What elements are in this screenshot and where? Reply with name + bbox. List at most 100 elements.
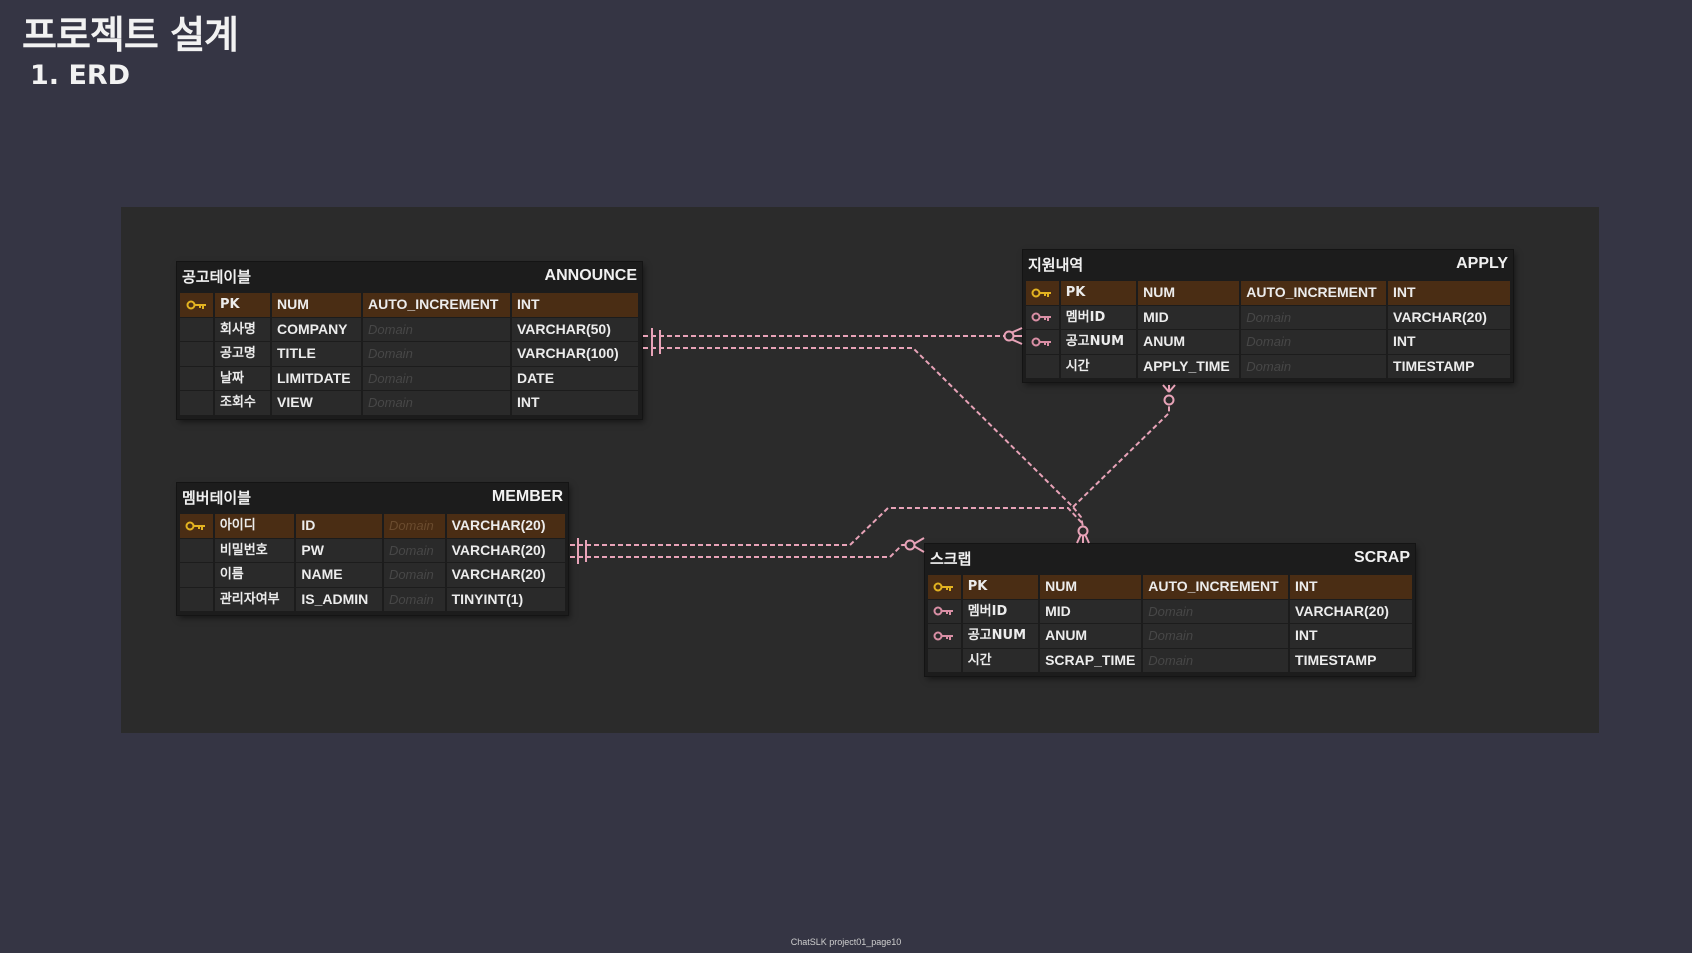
column-logical: 비밀번호 — [214, 538, 295, 562]
column-physical: NAME — [296, 563, 382, 587]
key-cell — [180, 342, 213, 366]
column-physical: NUM — [1040, 575, 1142, 599]
column-physical: ID — [296, 514, 382, 538]
column-domain: Domain — [1143, 624, 1289, 648]
footer-caption: ChatSLK project01_page10 — [790, 937, 902, 947]
key-cell — [180, 391, 213, 415]
column-domain: Domain — [363, 366, 510, 390]
optional-marker — [1077, 525, 1089, 537]
column-physical: NUM — [272, 293, 361, 317]
column-physical: MID — [1040, 599, 1142, 623]
column-domain: Domain — [363, 391, 510, 415]
column-logical: 멤버ID — [1060, 305, 1137, 329]
entity-header: 공고테이블 ANNOUNCE — [177, 262, 642, 290]
key-cell — [180, 587, 213, 611]
key-cell — [1026, 281, 1059, 305]
column-logical: 시간 — [962, 648, 1039, 672]
column-type: INT — [512, 391, 638, 415]
column-domain: Domain — [1241, 354, 1387, 378]
column-physical: APPLY_TIME — [1138, 354, 1240, 378]
column-type: TINYINT(1) — [446, 587, 565, 611]
column-domain: Domain — [363, 317, 510, 341]
optional-marker — [1163, 394, 1175, 406]
entity-physical-name: ANNOUNCE — [544, 267, 637, 284]
column-type: INT — [1290, 575, 1412, 599]
column-physical: MID — [1138, 305, 1240, 329]
entity-logical-name: 공고테이블 — [182, 267, 252, 286]
pk-key-icon — [185, 521, 206, 531]
column-logical: 관리자여부 — [214, 587, 295, 611]
entity-logical-name: 지원내역 — [1028, 255, 1084, 274]
column-physical: ANUM — [1138, 330, 1240, 354]
column-type: VARCHAR(20) — [1290, 599, 1412, 623]
column-logical: 멤버ID — [962, 599, 1039, 623]
column-type: TIMESTAMP — [1388, 354, 1510, 378]
column-domain: Domain — [1241, 305, 1387, 329]
column-domain: Domain — [383, 587, 445, 611]
column-type: INT — [1388, 281, 1510, 305]
column-physical: ANUM — [1040, 624, 1142, 648]
column-logical: PK — [1060, 281, 1137, 305]
key-cell — [928, 599, 961, 623]
entity-physical-name: APPLY — [1456, 255, 1508, 272]
key-cell — [1026, 330, 1059, 354]
slide-title: 프로젝트 설계 — [22, 13, 239, 57]
key-cell — [180, 514, 213, 538]
column-domain: Domain — [1143, 599, 1289, 623]
column-domain: Domain — [1143, 648, 1289, 672]
pk-key-icon — [186, 300, 206, 310]
key-cell — [180, 538, 213, 562]
key-cell — [928, 575, 961, 599]
entity-logical-name: 멤버테이블 — [182, 488, 252, 507]
key-cell — [180, 563, 213, 587]
pk-key-icon — [1031, 288, 1052, 298]
entity-physical-name: SCRAP — [1353, 549, 1410, 566]
column-physical: IS_ADMIN — [296, 587, 382, 611]
column-logical: 시간 — [1060, 354, 1137, 378]
column-domain: Domain — [363, 342, 510, 366]
column-domain: Domain — [383, 538, 445, 562]
column-type: DATE — [512, 366, 638, 390]
key-cell — [928, 624, 961, 648]
many-marker — [1162, 384, 1176, 393]
key-cell — [1026, 354, 1059, 378]
column-logical: 공고명 — [215, 342, 270, 366]
entity-header: 지원내역 APPLY — [1023, 250, 1513, 278]
relation-member-apply-2 — [1072, 405, 1170, 508]
column-physical: COMPANY — [272, 317, 361, 341]
key-cell — [180, 317, 213, 341]
column-domain: Domain — [383, 563, 445, 587]
column-type: VARCHAR(20) — [446, 538, 565, 562]
entity-logical-name: 스크랩 — [930, 549, 972, 568]
column-logical: 공고NUM — [962, 624, 1039, 648]
column-domain: Domain — [383, 514, 445, 538]
key-cell — [928, 648, 961, 672]
column-physical: TITLE — [272, 342, 361, 366]
pk-key-icon — [933, 582, 954, 592]
column-domain: AUTO_INCREMENT — [363, 293, 510, 317]
column-type: VARCHAR(100) — [512, 342, 638, 366]
